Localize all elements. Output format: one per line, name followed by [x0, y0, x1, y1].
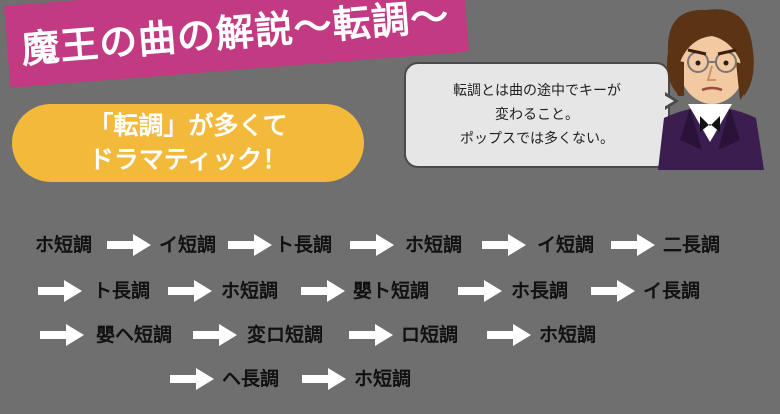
- right-arrow-icon: [228, 234, 272, 256]
- key-label: 嬰ヘ短調: [96, 324, 173, 346]
- bubble-line-1: 転調とは曲の途中でキーが: [453, 83, 621, 99]
- key-label: ホ長調: [511, 280, 569, 302]
- key-label: ロ短調: [401, 324, 459, 346]
- key-label: イ短調: [537, 234, 595, 256]
- right-arrow-icon: [302, 368, 346, 390]
- right-arrow-icon: [482, 234, 526, 256]
- composer-portrait-icon: [658, 9, 764, 170]
- right-arrow-icon: [168, 280, 212, 302]
- bubble-line-3: ポップスでは多くない。: [460, 131, 614, 147]
- key-label: ホ短調: [221, 280, 279, 302]
- right-arrow-icon: [107, 234, 151, 256]
- right-arrow-icon: [38, 280, 82, 302]
- summary-line-2: ドラマティック！: [88, 145, 288, 174]
- key-label: ホ短調: [35, 234, 93, 256]
- right-arrow-icon: [458, 280, 502, 302]
- page-title: 魔王の曲の解説〜転調〜: [19, 0, 451, 72]
- key-label: 変ロ短調: [247, 324, 324, 346]
- key-label: ト長調: [275, 234, 333, 256]
- right-arrow-icon: [301, 280, 345, 302]
- key-label: ト長調: [93, 280, 151, 302]
- title-banner: 魔王の曲の解説〜転調〜: [4, 0, 470, 88]
- key-label: ホ短調: [354, 368, 412, 390]
- right-arrow-icon: [611, 234, 655, 256]
- speech-bubble: 転調とは曲の途中でキーが 変わること。 ポップスでは多くない。: [404, 62, 670, 168]
- bubble-line-2: 変わること。: [495, 107, 579, 123]
- key-label: 二長調: [663, 234, 721, 256]
- key-label: ヘ長調: [222, 368, 280, 390]
- summary-pill: 「転調」が多くて ドラマティック！: [12, 104, 364, 182]
- summary-line-1: 「転調」が多くて: [88, 111, 288, 140]
- right-arrow-icon: [350, 234, 394, 256]
- speech-bubble-tail-inner: [664, 95, 674, 107]
- key-label: 嬰ト短調: [353, 280, 430, 302]
- right-arrow-icon: [170, 368, 214, 390]
- right-arrow-icon: [349, 324, 393, 346]
- right-arrow-icon: [193, 324, 237, 346]
- key-label: イ長調: [643, 280, 701, 302]
- key-label: ホ短調: [539, 324, 597, 346]
- right-arrow-icon: [591, 280, 635, 302]
- right-arrow-icon: [487, 324, 531, 346]
- right-arrow-icon: [40, 324, 84, 346]
- key-label: ホ短調: [405, 234, 463, 256]
- key-label: イ短調: [159, 234, 217, 256]
